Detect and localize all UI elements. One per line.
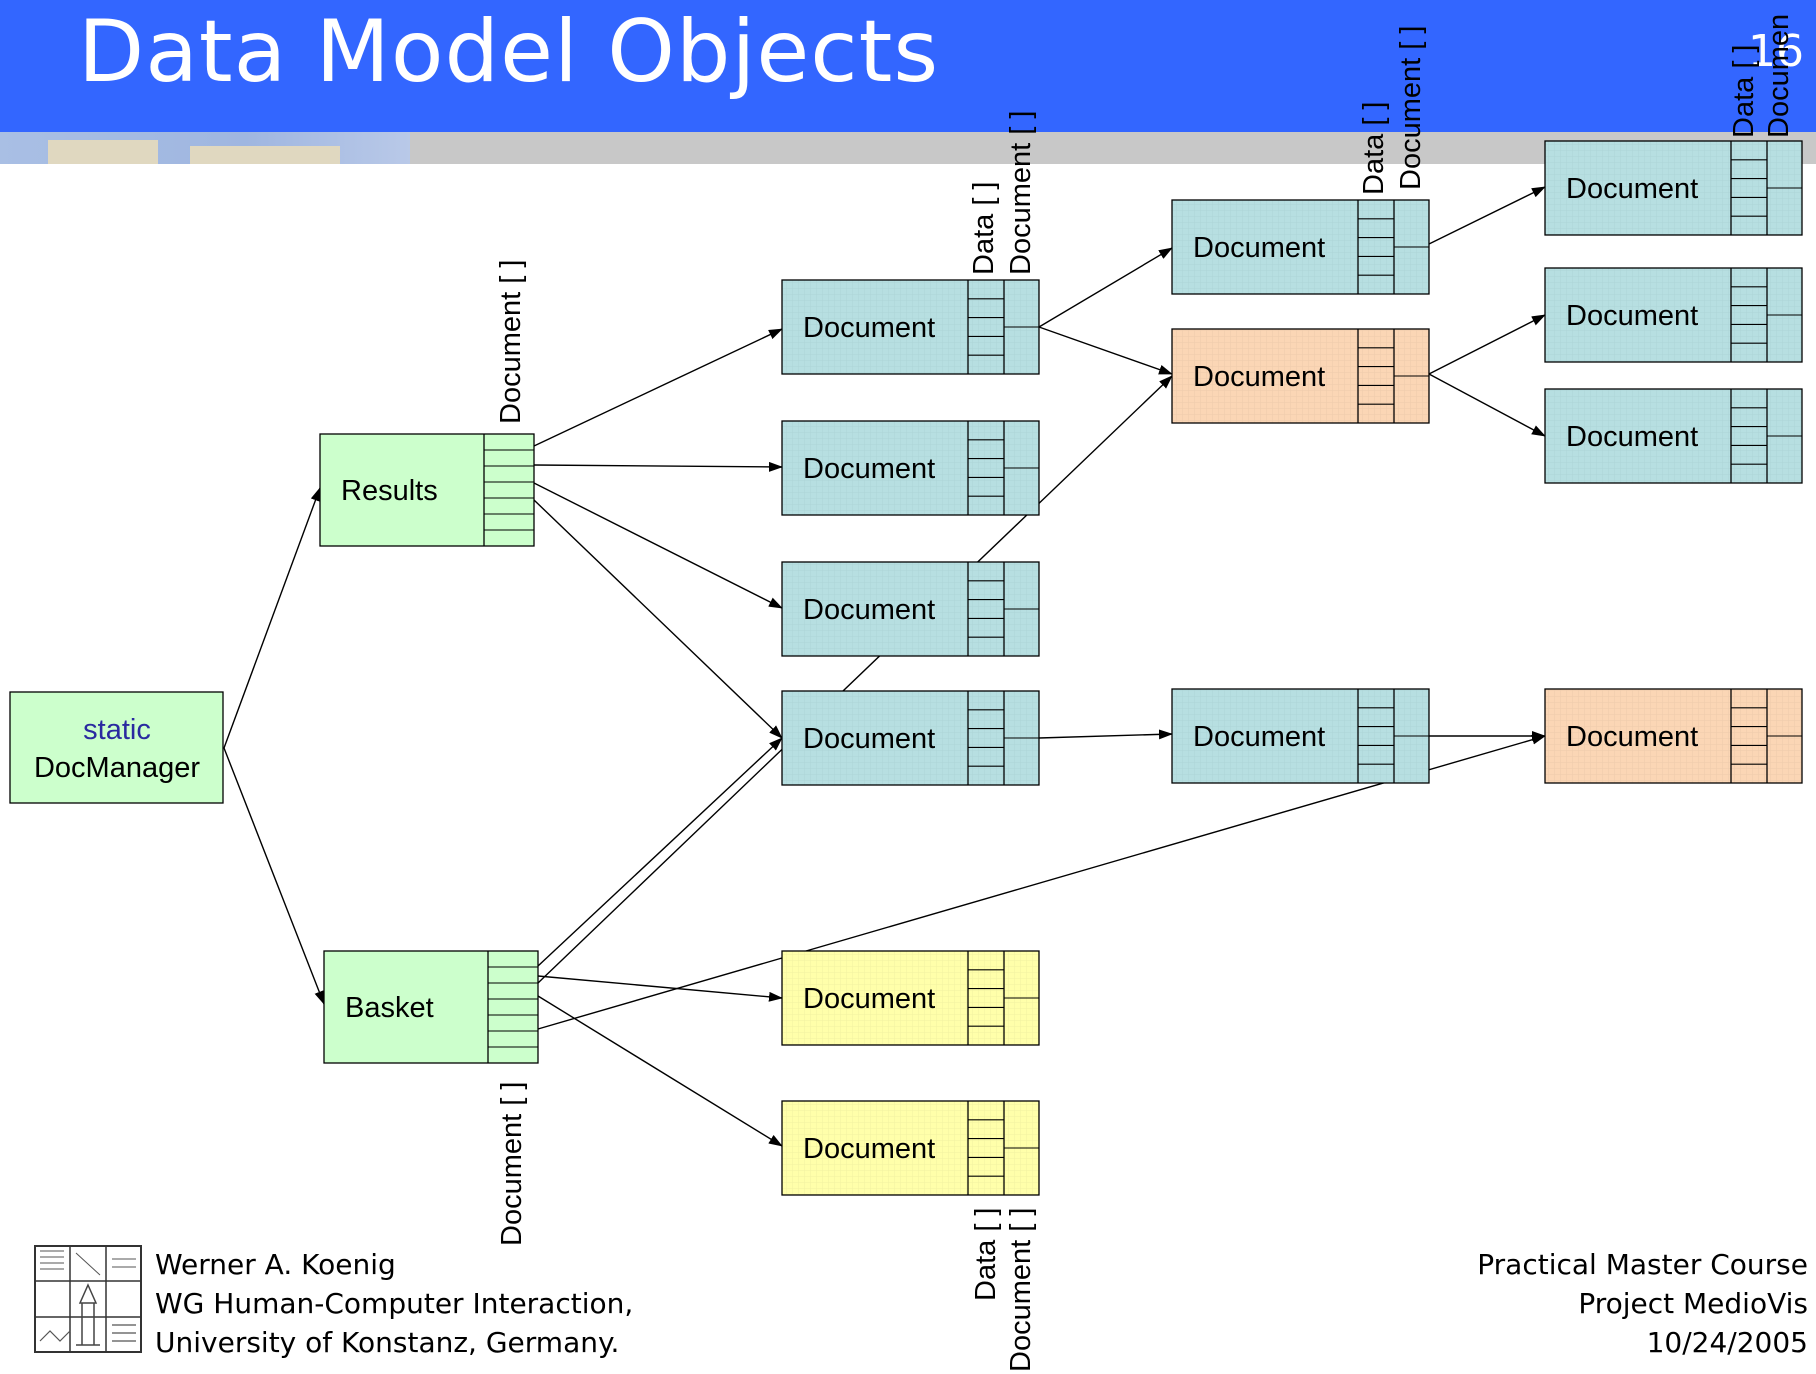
footer-university: University of Konstanz, Germany. <box>155 1326 620 1359</box>
relation-arrow <box>533 328 783 447</box>
page-number: 16 <box>1748 26 1804 77</box>
document-node: Document <box>1544 388 1803 484</box>
relation-arrow <box>1038 729 1173 740</box>
document-node: Document <box>781 1100 1040 1196</box>
document-node: Document <box>781 950 1040 1046</box>
document-node: Document <box>1171 688 1430 784</box>
document-label: Document <box>1193 232 1325 264</box>
document-texture <box>782 691 1039 785</box>
document-texture <box>1172 689 1429 783</box>
document-texture <box>1172 200 1429 294</box>
edge-layer <box>223 186 1546 1147</box>
university-logo <box>34 1245 142 1353</box>
footer-author-block: Werner A. Koenig WG Human-Computer Inter… <box>155 1245 633 1362</box>
header-photo <box>0 132 410 164</box>
data-field-label: Data [ ] <box>968 182 1000 276</box>
footer-course: Practical Master Course <box>1477 1248 1808 1281</box>
data-field-label: Data [ ] <box>970 1208 1002 1302</box>
document-label: Document <box>1193 361 1325 393</box>
relation-arrow <box>533 499 783 739</box>
docmanager-name: DocManager <box>34 752 200 784</box>
docmanager-static-label: static <box>83 714 151 746</box>
relation-arrow <box>537 975 783 1002</box>
label-layer: Document [ ]Document [ ]Data [ ]Document… <box>495 14 1795 1372</box>
footer-author: Werner A. Koenig <box>155 1248 396 1281</box>
document-texture <box>782 280 1039 374</box>
document-texture <box>782 951 1039 1045</box>
document-field-label: Documen <box>1763 14 1795 138</box>
relation-arrow <box>1428 186 1546 245</box>
document-field-label: Document [ ] <box>1005 111 1037 275</box>
node-layer: staticDocManagerResultsBasketDocumentDoc… <box>9 140 1803 1196</box>
document-label: Document <box>803 312 935 344</box>
document-node: Document <box>781 561 1040 657</box>
document-texture <box>1545 689 1802 783</box>
relation-arrow <box>537 995 783 1147</box>
document-node: Document <box>1544 267 1803 363</box>
document-node: Document <box>781 420 1040 516</box>
document-label: Document <box>803 594 935 626</box>
docmanager-box <box>9 691 224 804</box>
document-node: Document <box>1544 688 1803 784</box>
results-node-box <box>319 433 535 547</box>
document-label: Document <box>1193 721 1325 753</box>
results-node-label: Results <box>341 475 438 507</box>
document-texture <box>1545 141 1802 235</box>
document-node: Document <box>781 690 1040 786</box>
footer-date: 10/24/2005 <box>1646 1326 1808 1359</box>
basket-node: Basket <box>323 950 539 1064</box>
document-node: Document <box>781 279 1040 375</box>
document-label: Document <box>803 1133 935 1165</box>
document-label: Document <box>1566 721 1698 753</box>
document-texture <box>1172 329 1429 423</box>
basket-node-box <box>323 950 539 1064</box>
document-label: Document <box>803 723 935 755</box>
footer-course-block: Practical Master Course Project MedioVis… <box>1477 1245 1808 1362</box>
document-texture <box>782 562 1039 656</box>
relation-arrow <box>537 734 1546 1030</box>
basket-field-label: Document [ ] <box>496 1082 528 1246</box>
relation-arrow <box>223 747 325 1005</box>
footer-group: WG Human-Computer Interaction, <box>155 1287 634 1320</box>
document-texture <box>1545 268 1802 362</box>
relation-arrow <box>1038 326 1173 375</box>
document-label: Document <box>803 983 935 1015</box>
relation-arrow <box>1428 314 1546 375</box>
basket-node-label: Basket <box>345 992 434 1024</box>
data-field-label: Data [ ] <box>1728 45 1760 139</box>
footer-project: Project MedioVis <box>1578 1287 1808 1320</box>
relation-arrow <box>1428 373 1546 437</box>
document-label: Document <box>803 453 935 485</box>
document-texture <box>782 421 1039 515</box>
document-node: Document <box>1171 328 1430 424</box>
document-texture <box>782 1101 1039 1195</box>
slide-title: Data Model Objects <box>78 2 940 102</box>
relation-arrow <box>1038 247 1173 328</box>
results-node: Results <box>319 433 535 547</box>
results-field-label: Document [ ] <box>495 260 527 424</box>
document-node: Document <box>1544 140 1803 236</box>
document-label: Document <box>1566 173 1698 205</box>
document-texture <box>1545 389 1802 483</box>
document-field-label: Document [ ] <box>1005 1208 1037 1372</box>
relation-arrow <box>223 487 321 749</box>
document-label: Document <box>1566 300 1698 332</box>
document-label: Document <box>1566 421 1698 453</box>
document-node: Document <box>1171 199 1430 295</box>
relation-arrow <box>533 461 783 472</box>
relation-arrow <box>537 375 1173 984</box>
document-field-label: Document [ ] <box>1395 26 1427 190</box>
relation-arrow <box>533 482 783 609</box>
title-bar: Data Model Objects 16 <box>0 0 1816 132</box>
data-field-label: Data [ ] <box>1358 102 1390 196</box>
relation-arrow <box>537 737 783 967</box>
